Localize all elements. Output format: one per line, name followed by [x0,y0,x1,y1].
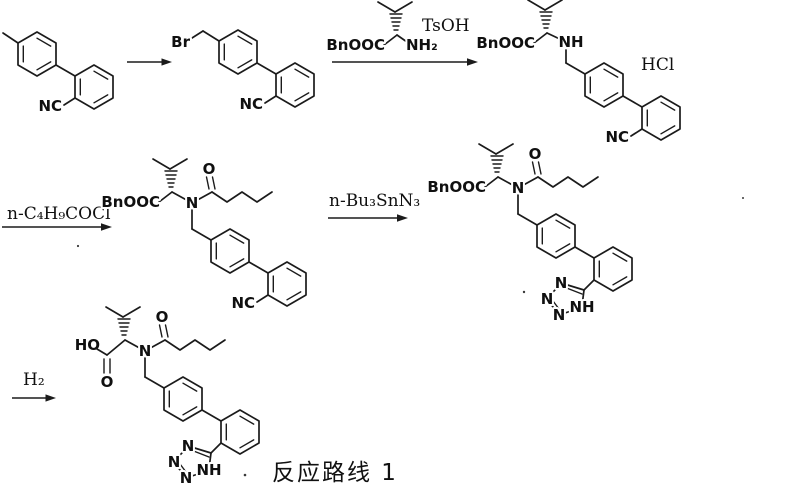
hydroxyl-label: HO [75,336,100,354]
methyl-bond [2,32,19,44]
scan-specks [76,197,744,477]
bromide-label: Br [171,33,190,51]
amine-label: NH₂ [406,36,438,54]
valeryl-chloride-label: n-C₄H₉COCl [7,204,111,224]
hydrochloride-label: HCl [641,55,674,75]
reagent-valine-benzyl-ester-tosylate: NH₂ TsOH [324,1,472,56]
carboxyl-bonds [96,339,126,374]
bromomethyl-bonds [191,30,220,42]
arrow-step1 [127,58,172,66]
mol-valsartan-free-acid: HO O [73,307,259,487]
arrow-step4: n-Bu₃SnN₃ [327,189,422,222]
amine-bond [396,34,408,43]
arrow-step3: n-C₄H₉COCl [2,202,113,231]
arrow-step2 [332,58,478,66]
mol-benzylamine-adduct-hydrochloride: NH HCl [474,0,680,146]
figure-caption: 反应路线 1 [272,460,398,486]
arrow-step5: H₂ [12,368,56,402]
hydrogen-label: H₂ [23,370,45,390]
carboxyl-oxygen-label: O [101,373,114,391]
mol-bromomethylbiphenyl-carbonitrile: Br [169,30,314,113]
tosylate-label: TsOH [422,16,470,36]
amine-ch2-bonds [546,32,586,75]
secondary-amine-label: NH [558,33,583,51]
tin-azide-label: n-Bu₃SnN₃ [329,191,420,211]
mol-methylbiphenyl-carbonitrile [2,32,113,115]
